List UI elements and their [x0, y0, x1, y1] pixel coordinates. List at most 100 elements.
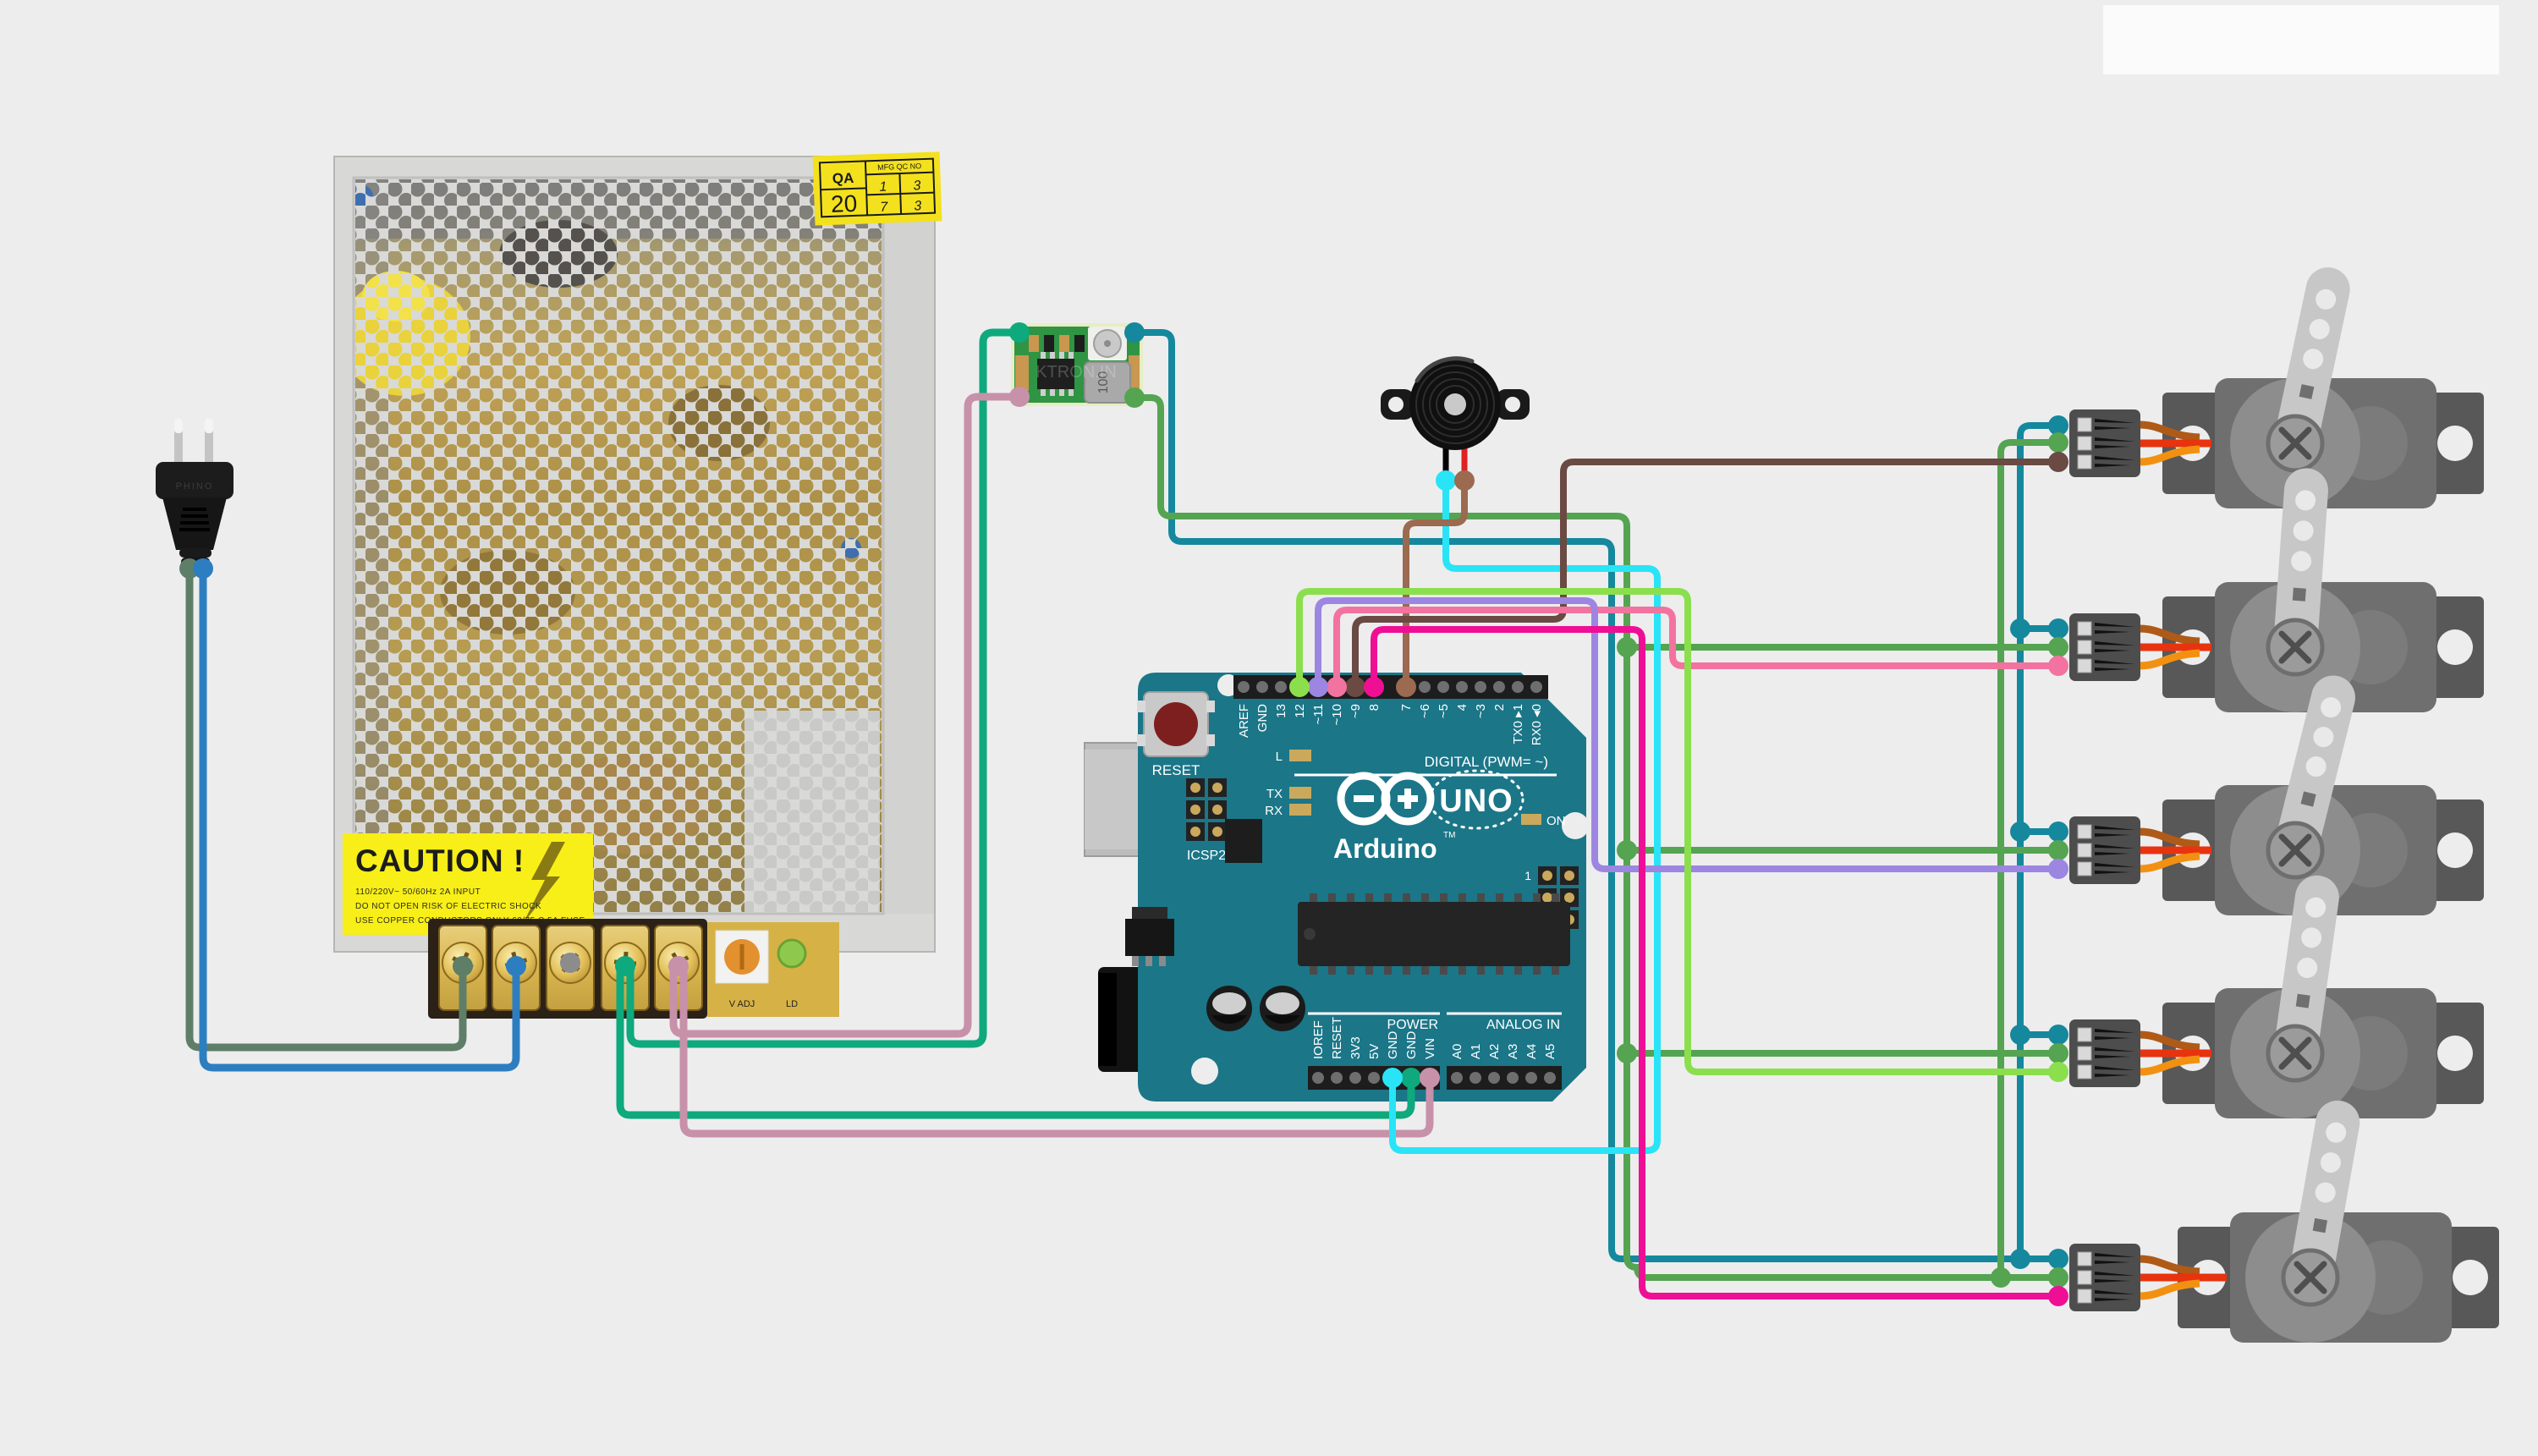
wire-servo4-signal-d12-end[interactable]: [1289, 677, 1310, 697]
wire-green-servo-column-end[interactable]: [2048, 432, 2068, 453]
pin-hole[interactable]: [1331, 1072, 1343, 1084]
wire-psu-vplus-to-buck-path[interactable]: [669, 393, 1024, 1038]
wire-ac-live-end[interactable]: [453, 956, 473, 976]
servo-4[interactable]: [2069, 872, 2484, 1118]
wire-green-stub-servo4[interactable]: [1617, 1043, 2068, 1063]
pin-hole[interactable]: [1238, 681, 1250, 693]
servo-horn[interactable]: [2288, 1097, 2364, 1290]
wire-ac-neutral-end[interactable]: [193, 558, 213, 579]
wire-buck-out-plus-bus-end[interactable]: [1124, 322, 1145, 343]
servo-1[interactable]: [2069, 263, 2484, 508]
wire-servo1-signal-d9[interactable]: [1345, 452, 2068, 697]
servo-connector[interactable]: [2069, 613, 2140, 681]
wire-servo5-signal-d8-end[interactable]: [1364, 677, 1384, 697]
wire-teal-stub-servo2-end[interactable]: [2010, 618, 2030, 639]
wire-servo3-signal-d11-end[interactable]: [1308, 677, 1328, 697]
wire-servo4-signal-d12[interactable]: [1289, 588, 2068, 1082]
wire-servo1-signal-d9-end[interactable]: [1345, 677, 1365, 697]
pin-hole[interactable]: [1525, 1072, 1537, 1084]
servo-connector[interactable]: [2069, 409, 2140, 477]
wire-psu-vplus-to-vin[interactable]: [679, 962, 1440, 1138]
wire-earth-stub-end[interactable]: [560, 953, 580, 973]
wire-psu-vminus-to-buck[interactable]: [626, 322, 1030, 1048]
wire-servo3-signal-d11-path[interactable]: [1315, 597, 2062, 872]
servo-connector[interactable]: [2069, 816, 2140, 884]
wire-servo5-signal-d8-path[interactable]: [1371, 626, 2062, 1299]
wire-servo5-signal-d8-end[interactable]: [2048, 1286, 2068, 1306]
wire-buck-out-minus-bus-end[interactable]: [1124, 387, 1145, 408]
wire-green-stub-servo3-end[interactable]: [1617, 840, 1637, 860]
wire-buzzer-signal-d7-path[interactable]: [1403, 477, 1468, 690]
analog-header[interactable]: [1447, 1066, 1562, 1090]
wire-buzzer-gnd-end[interactable]: [1382, 1068, 1403, 1088]
pin-hole[interactable]: [1349, 1072, 1361, 1084]
wire-green-stub-servo3[interactable]: [1617, 840, 2068, 860]
wire-psu-vplus-to-vin-end[interactable]: [1420, 1068, 1440, 1088]
wire-psu-vplus-to-buck-end[interactable]: [1009, 387, 1030, 407]
pin-hole[interactable]: [1419, 681, 1431, 693]
wire-buck-out-minus-bus-end[interactable]: [2048, 1267, 2068, 1288]
wire-ac-live-path[interactable]: [185, 564, 467, 1052]
pin-hole[interactable]: [1493, 681, 1505, 693]
wire-buzzer-gnd-path[interactable]: [1389, 477, 1661, 1154]
pin-hole[interactable]: [1437, 681, 1449, 693]
wire-servo3-signal-d11-end[interactable]: [2048, 859, 2068, 879]
pin-hole[interactable]: [1507, 1072, 1519, 1084]
wire-buck-out-minus-bus-path[interactable]: [1131, 394, 2062, 1281]
wire-teal-stub-servo3-end[interactable]: [2010, 821, 2030, 842]
wire-buzzer-signal-d7-end[interactable]: [1396, 677, 1416, 697]
servo-horn[interactable]: [2272, 467, 2329, 657]
servo-horn[interactable]: [2272, 263, 2354, 456]
wire-green-stub-servo4-end[interactable]: [2048, 1043, 2068, 1063]
wire-psu-vminus-to-gnd-end[interactable]: [1401, 1068, 1421, 1088]
servo-2[interactable]: [2069, 467, 2484, 712]
wire-buck-out-plus-bus-path[interactable]: [1131, 329, 2062, 1262]
pin-hole[interactable]: [1544, 1072, 1556, 1084]
pin-hole[interactable]: [1456, 681, 1468, 693]
wire-teal-servo-column-end[interactable]: [2048, 415, 2068, 436]
servo-connector[interactable]: [2069, 1019, 2140, 1087]
wire-teal-stub-servo3-end[interactable]: [2048, 821, 2068, 842]
wire-green-servo-column-path[interactable]: [1997, 439, 2062, 1281]
pin-hole[interactable]: [1451, 1072, 1463, 1084]
wire-teal-stub-servo2-end[interactable]: [2048, 618, 2068, 639]
wire-servo2-signal-d10[interactable]: [1327, 607, 2068, 697]
wire-servo4-signal-d12-end[interactable]: [2048, 1062, 2068, 1082]
wire-servo1-signal-d9-path[interactable]: [1352, 459, 2062, 690]
pin-hole[interactable]: [1512, 681, 1524, 693]
servo-5[interactable]: [2069, 1097, 2499, 1343]
wire-teal-stub-servo4[interactable]: [2010, 1025, 2068, 1045]
wire-earth-stub[interactable]: [560, 953, 580, 973]
wire-servo2-signal-d10-end[interactable]: [1327, 677, 1347, 697]
wire-psu-vminus-to-gnd-path[interactable]: [616, 962, 1415, 1119]
wire-buck-out-plus-bus-end[interactable]: [2048, 1249, 2068, 1269]
wire-buzzer-gnd-end[interactable]: [1436, 470, 1456, 491]
wire-servo2-signal-d10-end[interactable]: [2048, 656, 2068, 676]
wire-teal-stub-servo4-end[interactable]: [2010, 1025, 2030, 1045]
pin-hole[interactable]: [1530, 681, 1542, 693]
pin-hole[interactable]: [1368, 1072, 1380, 1084]
wire-green-stub-servo2-end[interactable]: [2048, 637, 2068, 657]
wire-servo1-signal-d9-end[interactable]: [2048, 452, 2068, 472]
reset-button-cap[interactable]: [1154, 702, 1198, 746]
pin-hole[interactable]: [1312, 1072, 1324, 1084]
wire-psu-vplus-to-vin-path[interactable]: [679, 962, 1434, 1138]
servo-3[interactable]: [2069, 671, 2484, 915]
wire-servo5-signal-d8[interactable]: [1364, 626, 2068, 1306]
wire-buzzer-gnd[interactable]: [1382, 470, 1661, 1154]
wire-green-stub-servo2[interactable]: [1617, 637, 2068, 657]
servo-connector[interactable]: [2069, 1244, 2140, 1311]
servo-horn[interactable]: [2272, 872, 2342, 1064]
wire-green-servo-column[interactable]: [1997, 432, 2068, 1281]
wire-psu-vminus-to-buck-path[interactable]: [626, 328, 1024, 1048]
pin-hole[interactable]: [1475, 681, 1486, 693]
wire-green-stub-servo4-end[interactable]: [1617, 1043, 1637, 1063]
wire-servo3-signal-d11[interactable]: [1308, 597, 2068, 879]
wire-servo2-signal-d10-path[interactable]: [1333, 607, 2062, 690]
pin-hole[interactable]: [1275, 681, 1287, 693]
wire-green-stub-servo3-end[interactable]: [2048, 840, 2068, 860]
wire-teal-stub-servo3[interactable]: [2010, 821, 2068, 842]
wire-buck-out-minus-bus[interactable]: [1124, 387, 2068, 1288]
wire-teal-servo-column[interactable]: [2017, 415, 2068, 1262]
pin-hole[interactable]: [1470, 1072, 1481, 1084]
